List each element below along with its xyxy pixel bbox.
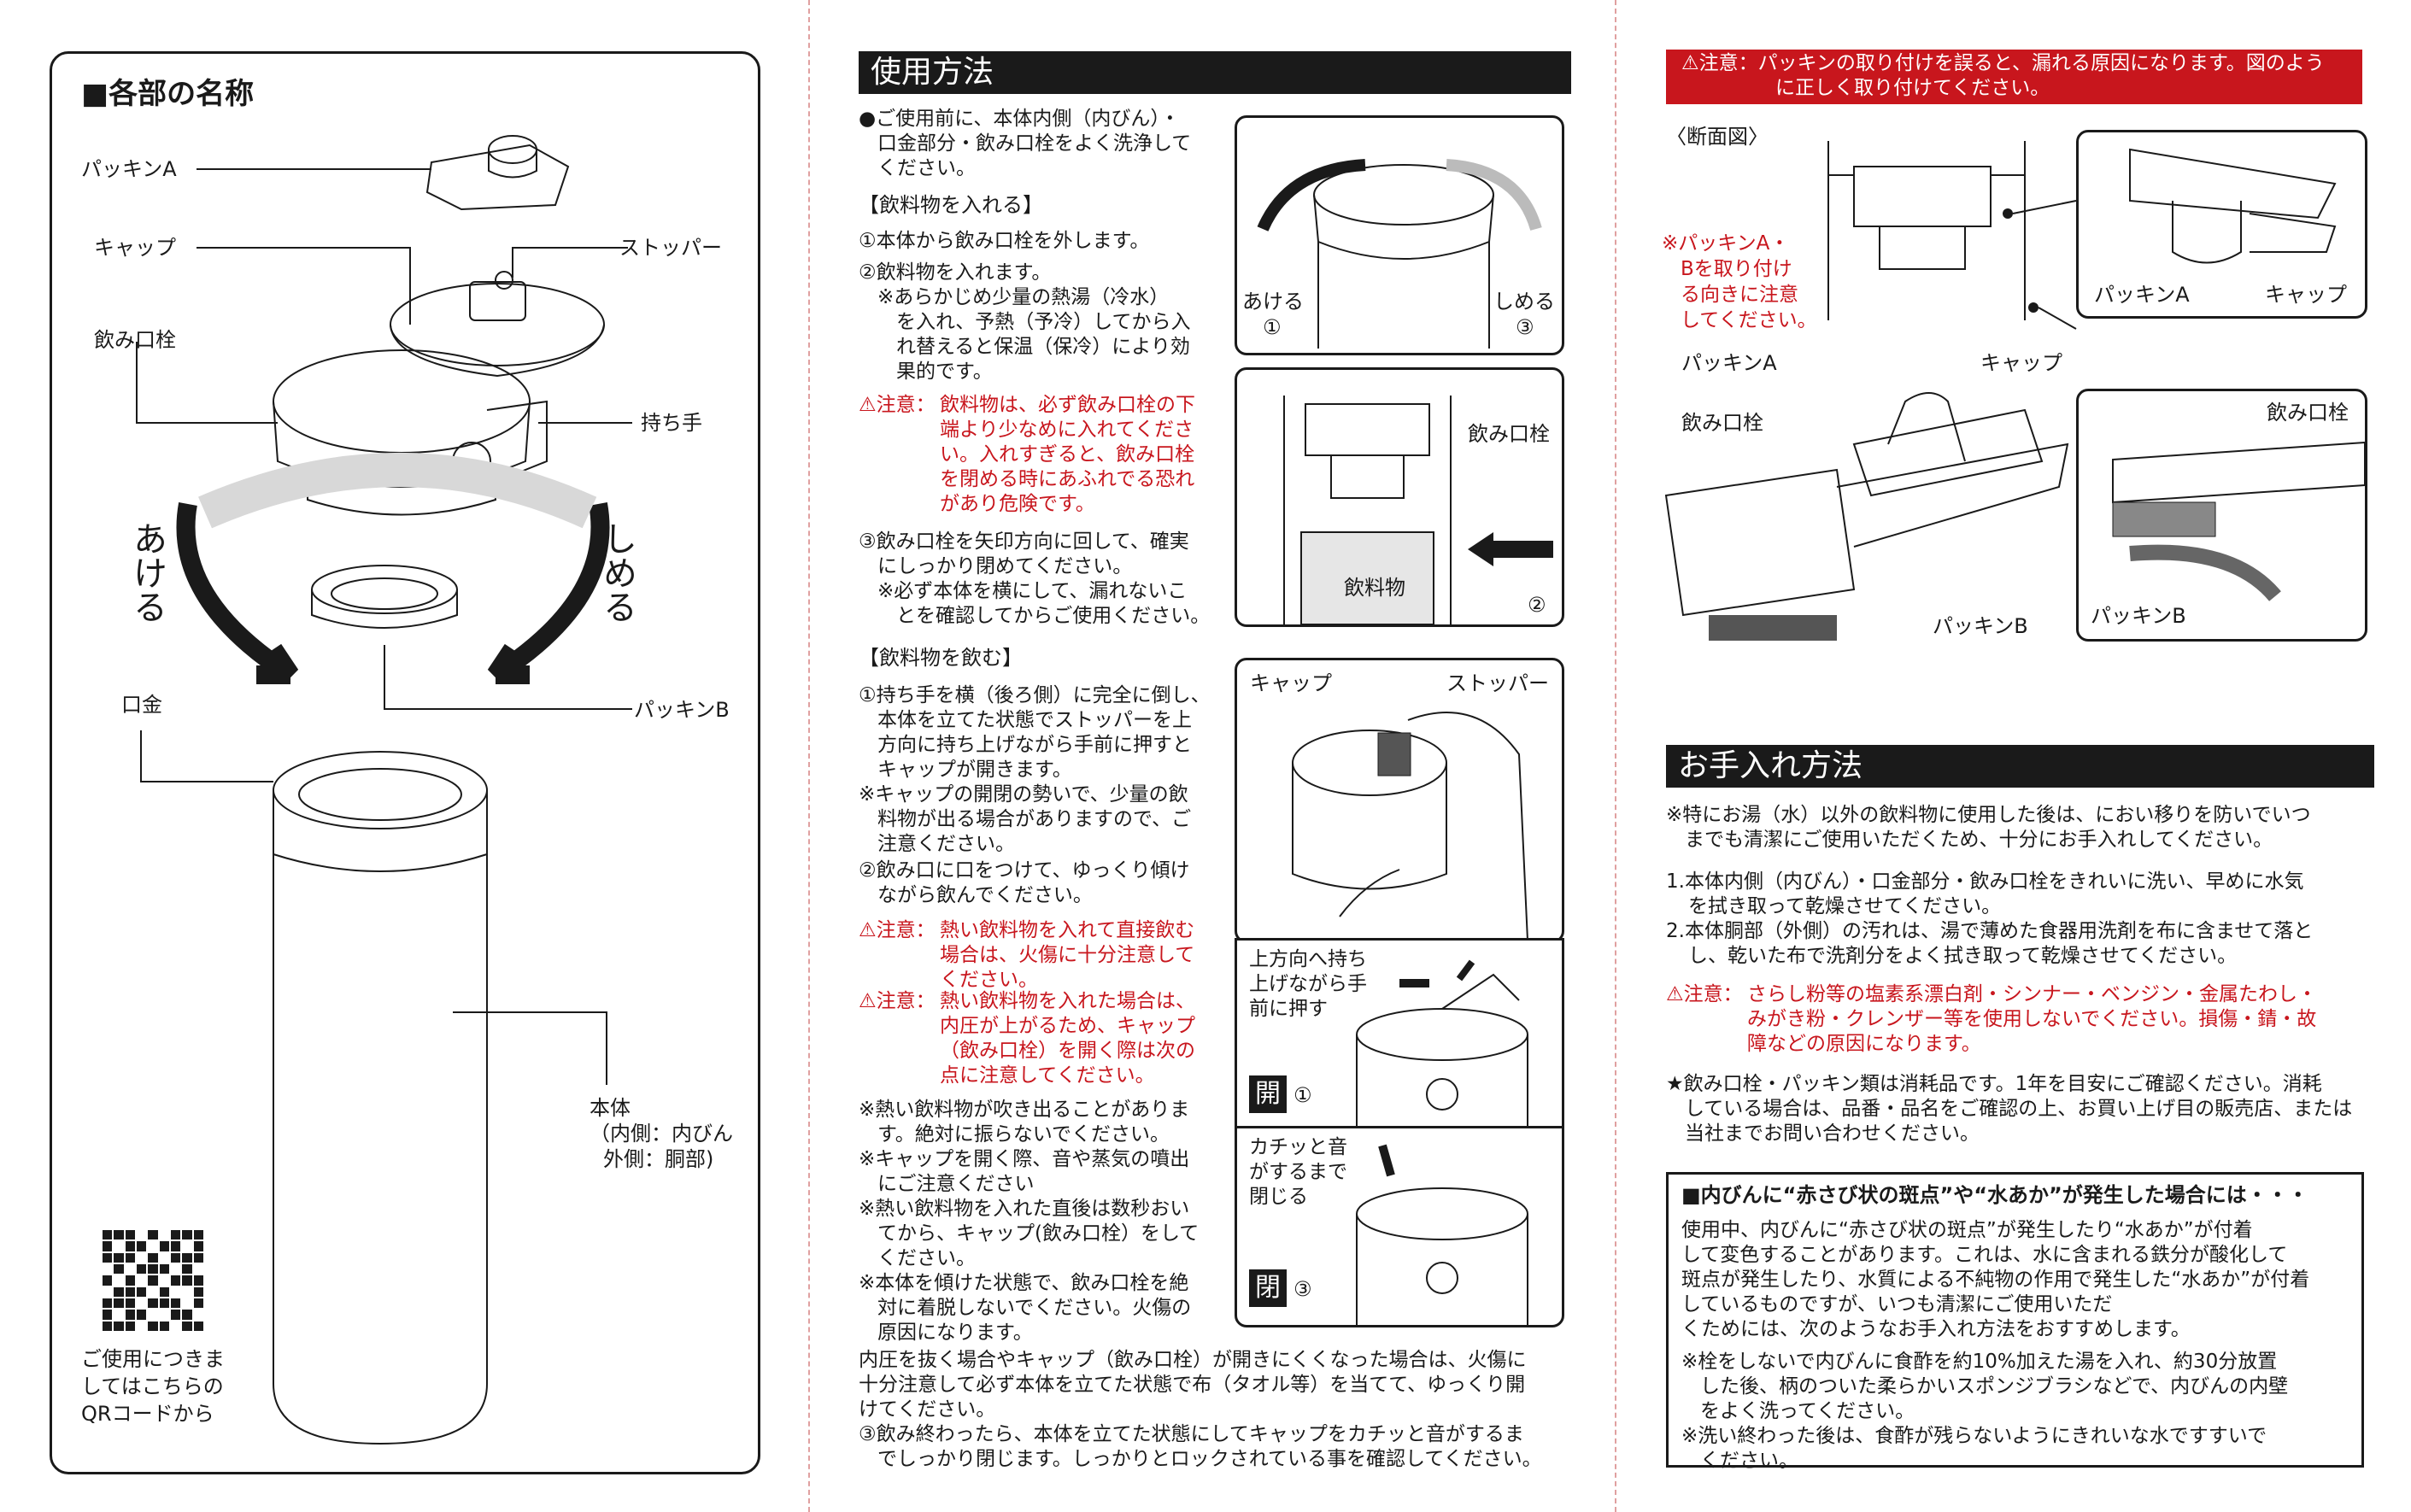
caution-fill: 飲料物は、必ず飲み口栓の下 端より少なめに入れてくださ い。入れすぎると、飲み口… bbox=[940, 394, 1195, 515]
fig-open-close-drawing bbox=[1257, 159, 1542, 349]
rust-box-notes: ※栓をしないで内びんに食酢を約10%加えた湯を入れ、約30分放置 した後、柄のつ… bbox=[1681, 1351, 2289, 1472]
inset-cap-label: キャップ bbox=[2265, 283, 2347, 307]
fig-open-num: ① bbox=[1263, 315, 1282, 339]
parts-title: ■各部の名称 bbox=[81, 77, 255, 111]
packing-direction-note: ※パッキンA・ Bを取り付け る向きに注意 してください。 bbox=[1662, 232, 1817, 331]
caution-fill-label: ⚠注意： bbox=[859, 394, 936, 416]
care-steps: 1.本体内側（内びん）・口金部分・飲み口栓をきれいに洗い、早めに水気 を拭き取っ… bbox=[1666, 870, 2314, 967]
fig-open-label: あける bbox=[1242, 290, 1304, 314]
fig-open-step-drawing bbox=[1356, 959, 1528, 1128]
fold-line-1 bbox=[808, 0, 810, 1512]
label-close: しめる bbox=[597, 521, 636, 624]
label-packing-b: パッキンB bbox=[634, 698, 730, 722]
fill-step-1: ①本体から飲み口栓を外します。 bbox=[859, 230, 1150, 252]
caution-pressure-label: ⚠注意： bbox=[859, 990, 936, 1012]
fig-open-step-text: 上方向へ持ち 上げながら手 前に押す bbox=[1249, 948, 1367, 1020]
fig-open-close: あける ① しめる ③ bbox=[1235, 115, 1564, 355]
diagram-cap-label: キャップ bbox=[1980, 351, 2062, 375]
fig-fill-drawing bbox=[1283, 396, 1553, 624]
inset-packing-a-drawing bbox=[2129, 148, 2337, 264]
rust-box-body: 使用中、内びんに“赤さび状の斑点”が発生したり“水あか”が付着 して変色すること… bbox=[1681, 1219, 2310, 1340]
warning-banner: ⚠注意：パッキンの取り付けを誤ると、漏れる原因になります。図のよう に正しく取り… bbox=[1666, 50, 2362, 104]
fig-open-step: 上方向へ持ち 上げながら手 前に押す 開 ① bbox=[1235, 938, 1564, 1131]
qr-code bbox=[103, 1230, 203, 1331]
diagram-packing-b-label: パッキンB bbox=[1933, 614, 2028, 638]
caution-pressure: 熱い飲料物を入れた場合は、 内圧が上がるため、キャップ （飲み口栓）を開く際は次… bbox=[940, 990, 1195, 1087]
label-packing-a: パッキンA bbox=[81, 157, 177, 181]
care-caution-label: ⚠注意： bbox=[1666, 983, 1743, 1005]
fig-cap-label: キャップ bbox=[1250, 671, 1332, 695]
care-header: お手入れ方法 bbox=[1666, 745, 2374, 788]
parts-illustration bbox=[136, 135, 632, 1445]
qr-caption: ご使用につきま してはこちらの QRコードから bbox=[81, 1347, 225, 1426]
fill-step-3: ③飲み口栓を矢印方向に回して、確実 にしっかり閉めてください。 ※必ず本体を横に… bbox=[859, 530, 1211, 627]
label-body-inner: （内側：内びん bbox=[590, 1122, 733, 1146]
label-stopper: ストッパー bbox=[619, 236, 722, 260]
care-intro: ※特にお湯（水）以外の飲料物に使用した後は、におい移りを防いでいつ までも清潔に… bbox=[1666, 804, 2311, 851]
fig-cross-section-fill: 飲み口栓 飲料物 ② bbox=[1235, 367, 1564, 627]
drink-step-1: ①持ち手を横（後ろ側）に完全に倒し、 本体を立てた状態でストッパーを上 方向に持… bbox=[859, 684, 1211, 855]
fig-cap-drawing bbox=[1292, 712, 1528, 941]
cross-section-drawing bbox=[1827, 141, 2077, 330]
hot-drink-notes: ※熱い飲料物が吹き出ることがありま す。絶対に振らないでください。 ※キャップを… bbox=[859, 1099, 1200, 1344]
inset-spout-label: 飲み口栓 bbox=[2267, 401, 2349, 425]
care-caution: さらし粉等の塩素系漂白剤・シンナー・ベンジン・金属たわし・ みがき粉・クレンザー… bbox=[1747, 983, 2317, 1055]
inset-packing-b-drawing bbox=[2112, 441, 2365, 601]
diagram-packing-a-label: パッキンA bbox=[1681, 351, 1777, 375]
fill-step-2: ②飲料物を入れます。 ※あらかじめ少量の熱湯（冷水） を入れ、予熱（予冷）してか… bbox=[859, 261, 1191, 383]
fold-line-2 bbox=[1615, 0, 1616, 1512]
usage-bottom: 内圧を抜く場合やキャップ（飲み口栓）が開きにくくなった場合は、火傷に 十分注意し… bbox=[859, 1349, 1542, 1470]
badge-open: 開 bbox=[1249, 1075, 1287, 1113]
cross-section-label: 〈断面図〉 bbox=[1666, 125, 1769, 149]
drink-step-2: ②飲み口に口をつけて、ゆっくり傾け ながら飲んでください。 bbox=[859, 859, 1190, 906]
fig-close-num: ③ bbox=[1516, 315, 1534, 339]
fig-close-step-text: カチッと音 がするまで 閉じる bbox=[1249, 1136, 1347, 1208]
fig-stopper-label: ストッパー bbox=[1446, 671, 1549, 695]
inset-packing-a-label: パッキンA bbox=[2094, 283, 2190, 307]
fig-close-label: しめる bbox=[1493, 290, 1555, 314]
rust-box bbox=[1666, 1172, 2364, 1468]
inset-packing-b-label: パッキンB bbox=[2091, 604, 2186, 628]
fig-close-step: カチッと音 がするまで 閉じる 閉 ③ bbox=[1235, 1126, 1564, 1327]
caution-hot: 熱い飲料物を入れて直接飲む 場合は、火傷に十分注意して ください。 bbox=[940, 919, 1195, 991]
label-open: あける bbox=[127, 521, 167, 624]
label-mouth: 口金 bbox=[121, 693, 162, 717]
fig-drink-label: 飲料物 bbox=[1344, 576, 1405, 600]
fig-cap-stopper: キャップ ストッパー bbox=[1235, 658, 1564, 943]
consumables-note: ★飲み口栓・パッキン類は消耗品です。1年を目安にご確認ください。消耗 している場… bbox=[1666, 1073, 2353, 1145]
fig-spout-label: 飲み口栓 bbox=[1468, 422, 1550, 446]
label-handle: 持ち手 bbox=[641, 411, 702, 435]
fig-close-step-drawing bbox=[1356, 1144, 1528, 1325]
usage-intro: ●ご使用前に、本体内側（内びん）・ 口金部分・飲み口栓をよく洗浄して ください。 bbox=[859, 108, 1192, 179]
diagram-spout-label: 飲み口栓 bbox=[1681, 411, 1763, 435]
fig-close-step-num: ③ bbox=[1293, 1277, 1312, 1301]
caution-hot-label: ⚠注意： bbox=[859, 919, 936, 941]
section-fill-title: 【飲料物を入れる】 bbox=[859, 193, 1043, 217]
fig-open-step-num: ① bbox=[1293, 1083, 1312, 1107]
inset-packing-b: 飲み口栓 パッキンB bbox=[2076, 389, 2367, 642]
fig-fill-num: ② bbox=[1528, 593, 1546, 617]
label-body-outer: 外側：胴部) bbox=[603, 1147, 714, 1171]
section-drink-title: 【飲料物を飲む】 bbox=[859, 646, 1023, 670]
usage-header: 使用方法 bbox=[859, 51, 1571, 94]
inset-packing-a: パッキンA キャップ bbox=[2076, 130, 2367, 319]
rust-box-title: ■内びんに“赤さび状の斑点”や“水あか”が発生した場合には・・・ bbox=[1681, 1183, 2308, 1207]
badge-close: 閉 bbox=[1249, 1269, 1287, 1307]
label-body-title: 本体 bbox=[590, 1096, 631, 1120]
label-spout: 飲み口栓 bbox=[94, 328, 176, 352]
spout-assembly-drawing bbox=[1664, 392, 2069, 641]
label-cap: キャップ bbox=[94, 236, 176, 260]
